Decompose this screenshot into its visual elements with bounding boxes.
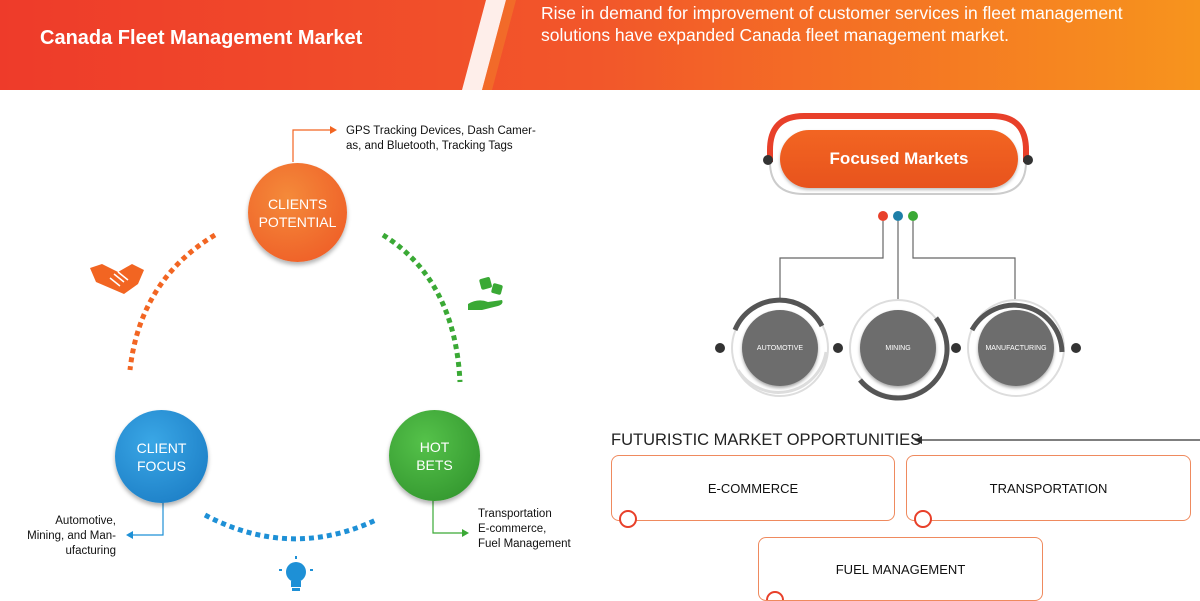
opportunity-markers (619, 510, 932, 600)
connector-client-focus (133, 500, 164, 536)
header-description: Rise in demand for improvement of custom… (541, 3, 1123, 45)
dot-green (908, 211, 918, 221)
market-mining: MINING (860, 310, 936, 386)
focused-markets-title: Focused Markets (780, 130, 1018, 188)
note-line: GPS Tracking Devices, Dash Camer- (346, 125, 536, 137)
market-manufacturing: MANUFACTURING (978, 310, 1054, 386)
hot-bets-circle: HOT BETS (389, 410, 480, 501)
ring-manufacturing (969, 302, 1065, 353)
marker-ecommerce (619, 510, 637, 528)
arc-blue (203, 512, 378, 542)
dot-red (878, 211, 888, 221)
clients-potential-note: GPS Tracking Devices, Dash Camer- as, an… (346, 124, 536, 154)
page-title: Canada Fleet Management Market (40, 27, 363, 49)
clients-potential-label-1: CLIENTS (267, 195, 328, 212)
pill-dot-left (763, 155, 773, 165)
dot-teal (893, 211, 903, 221)
opportunity-transportation: TRANSPORTATION (906, 455, 1191, 521)
market-automotive: AUTOMOTIVE (742, 310, 818, 386)
dice-hand-icon (468, 277, 503, 310)
cycle-diagram (90, 126, 503, 591)
opportunity-fuel-management: FUEL MANAGEMENT (758, 537, 1043, 601)
marker-transportation (914, 510, 932, 528)
client-focus-circle: CLIENT FOCUS (115, 410, 208, 503)
client-focus-label-2: FOCUS (137, 457, 186, 474)
client-focus-note: Automotive, Mining, and Man- ufacturing (16, 514, 116, 559)
arc-orange (127, 232, 217, 371)
note-line: Transportation (478, 508, 552, 520)
pill-rim-top (767, 113, 1029, 162)
connector-clients-potential (292, 129, 330, 162)
note-line: Mining, and Man- (27, 530, 116, 542)
opportunity-ecommerce: E-COMMERCE (611, 455, 895, 521)
clients-potential-label-2: POTENTIAL (258, 213, 337, 230)
header-banner (0, 0, 1200, 90)
lightbulb-icon (279, 556, 313, 591)
pill-rim-bottom (769, 161, 1027, 195)
note-line: Automotive, (55, 515, 116, 527)
opportunities-title: FUTURISTIC MARKET OPPORTUNITIES (611, 431, 922, 449)
connector-manufacturing (912, 221, 1016, 305)
marker-fuel-management (766, 591, 784, 600)
connector-hot-bets (432, 500, 462, 534)
pill-dot-right (1023, 155, 1033, 165)
hot-bets-label-1: HOT (419, 438, 450, 455)
handshake-icon (90, 264, 144, 294)
note-line: E-commerce, (478, 523, 547, 535)
arc-green (381, 232, 463, 383)
note-line: ufacturing (65, 545, 116, 557)
note-line: Fuel Management (478, 538, 571, 550)
connector-automotive (779, 221, 884, 305)
ring-automotive (732, 297, 825, 331)
clients-potential-circle: CLIENTS POTENTIAL (248, 163, 347, 262)
ring-mining (858, 316, 950, 401)
note-line: as, and Bluetooth, Tracking Tags (346, 140, 513, 152)
hot-bets-label-2: BETS (416, 456, 453, 473)
client-focus-label-1: CLIENT (136, 439, 187, 456)
hot-bets-note: Transportation E-commerce, Fuel Manageme… (478, 507, 571, 552)
